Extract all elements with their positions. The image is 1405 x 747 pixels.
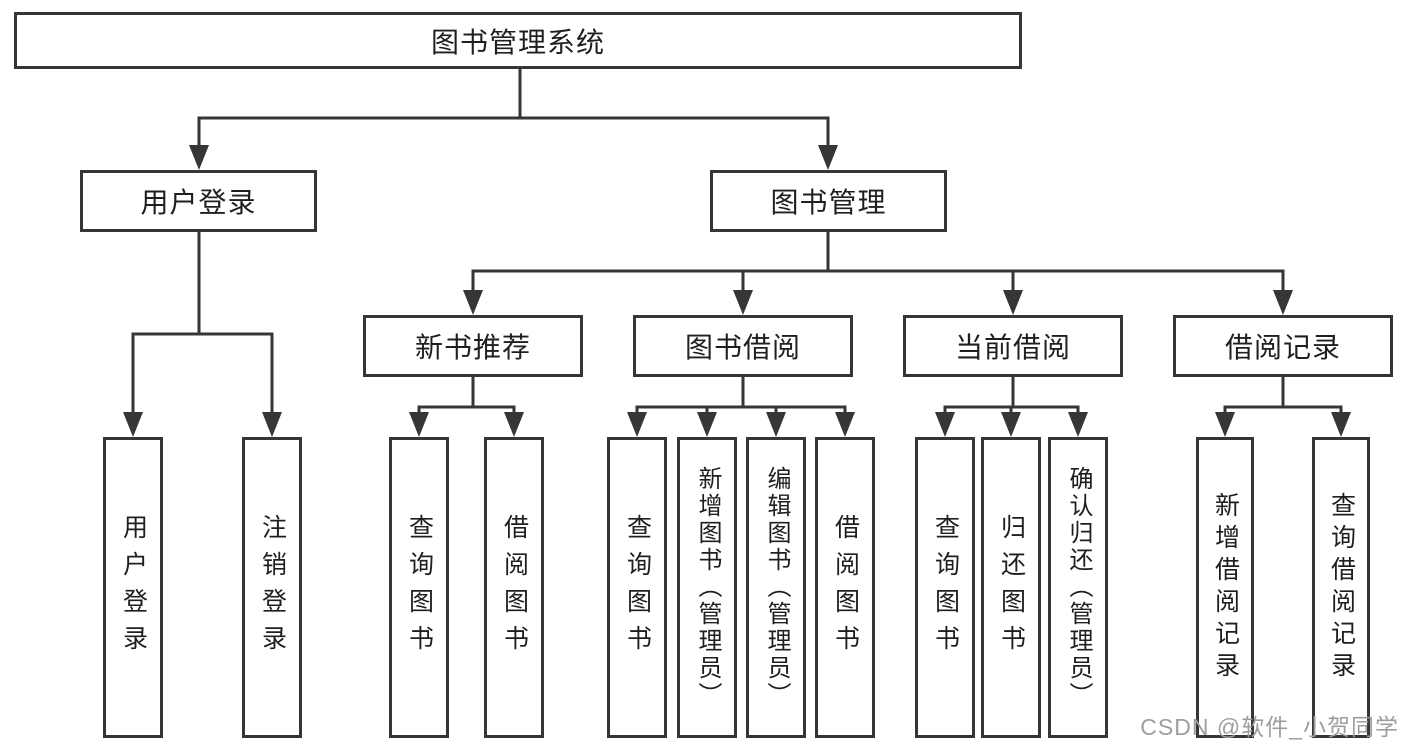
node-label: 借阅记录 xyxy=(1224,332,1341,363)
connectors xyxy=(123,69,1351,437)
node-label: 用户登录 xyxy=(140,187,257,218)
node-label: 查询图书 xyxy=(623,513,652,662)
leaf-query-borrow-record: 查询借阅记录 xyxy=(1312,437,1370,738)
node-current-borrow: 当前借阅 xyxy=(903,315,1123,377)
node-label: 新书推荐 xyxy=(414,332,531,363)
node-label: 图书借阅 xyxy=(684,332,801,363)
node-label: 归还图书 xyxy=(997,513,1026,662)
leaf-edit-book-admin: 编辑图书（管理员） xyxy=(746,437,806,738)
node-label: 确认归还（管理员） xyxy=(1065,466,1092,709)
leaf-borrow-books: 借阅图书 xyxy=(815,437,875,738)
node-book-management: 图书管理 xyxy=(710,170,947,232)
node-label: 借阅图书 xyxy=(500,513,529,662)
node-label: 查询借阅记录 xyxy=(1327,491,1356,684)
node-label: 图书管理系统 xyxy=(430,26,605,58)
node-label: 图书管理 xyxy=(770,187,887,218)
node-label: 查询图书 xyxy=(405,513,434,662)
leaf-query-books-current: 查询图书 xyxy=(915,437,975,738)
leaf-query-books-recommend: 查询图书 xyxy=(389,437,449,738)
node-borrow-records: 借阅记录 xyxy=(1173,315,1393,377)
leaf-add-borrow-record: 新增借阅记录 xyxy=(1196,437,1254,738)
node-label: 新增借阅记录 xyxy=(1211,491,1240,684)
node-book-borrow: 图书借阅 xyxy=(633,315,853,377)
node-label: 借阅图书 xyxy=(831,513,860,662)
node-label: 新增图书（管理员） xyxy=(694,466,721,709)
node-label: 当前借阅 xyxy=(954,332,1071,363)
node-label: 查询图书 xyxy=(931,513,960,662)
leaf-user-login: 用户登录 xyxy=(103,437,163,738)
node-label: 编辑图书（管理员） xyxy=(763,466,790,709)
node-new-book-recommend: 新书推荐 xyxy=(363,315,583,377)
leaf-add-book-admin: 新增图书（管理员） xyxy=(677,437,737,738)
leaf-borrow-books-recommend: 借阅图书 xyxy=(484,437,544,738)
node-user-login: 用户登录 xyxy=(80,170,317,232)
leaf-confirm-return-admin: 确认归还（管理员） xyxy=(1048,437,1108,738)
node-system-root: 图书管理系统 xyxy=(14,12,1022,69)
node-label: 注销登录 xyxy=(258,513,287,662)
csdn-watermark: CSDN @软件_小贺同学 xyxy=(1140,714,1399,740)
leaf-return-book: 归还图书 xyxy=(981,437,1041,738)
node-label: 用户登录 xyxy=(119,513,148,662)
leaf-logout: 注销登录 xyxy=(242,437,302,738)
leaf-query-books-borrow: 查询图书 xyxy=(607,437,667,738)
